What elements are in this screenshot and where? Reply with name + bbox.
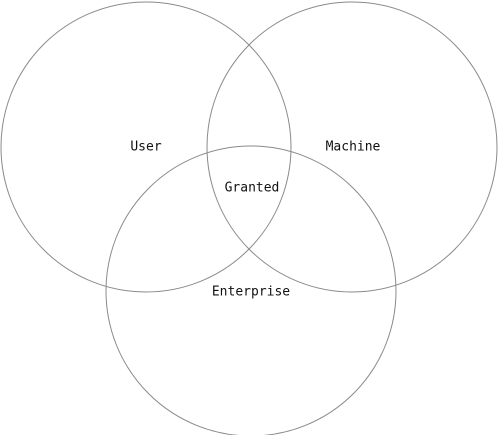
user-circle bbox=[0, 1, 292, 293]
enterprise-label: Enterprise bbox=[212, 285, 290, 300]
intersection-label: Granted bbox=[225, 181, 280, 196]
machine-circle bbox=[206, 1, 498, 293]
machine-label: Machine bbox=[326, 140, 381, 155]
user-label: User bbox=[130, 140, 161, 155]
enterprise-circle bbox=[105, 145, 397, 435]
